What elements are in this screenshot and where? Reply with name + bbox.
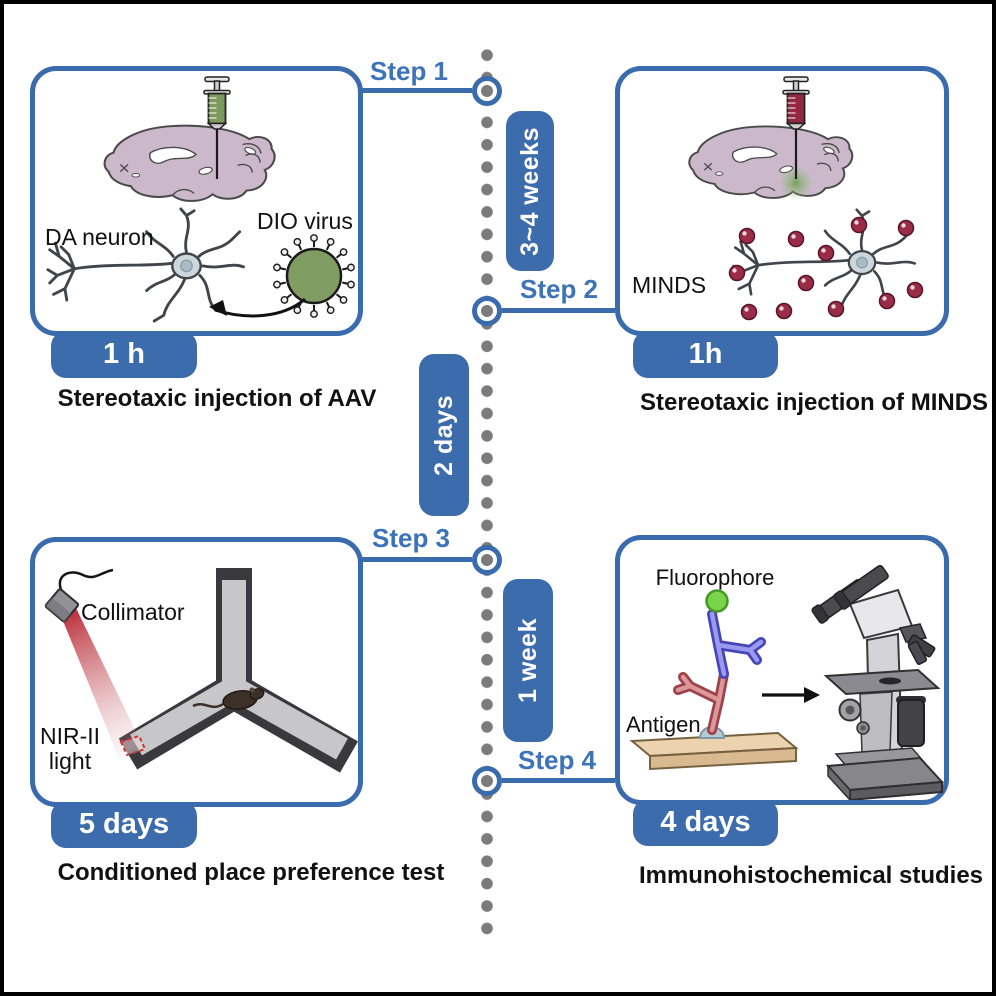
aav-injection-illustration	[46, 75, 355, 323]
step4-label: Step 4	[517, 745, 597, 775]
antigen-label: Antigen	[626, 712, 701, 737]
panel1-title: Stereotaxic injection of AAV	[57, 385, 377, 412]
duration-badge-1h-aav: 1 h	[51, 331, 197, 378]
dio-virus-label: DIO virus	[257, 208, 353, 234]
step3-label: Step 3	[371, 523, 451, 553]
interval-badge-1-week: 1 week	[503, 579, 553, 742]
cpp-test-illustration	[44, 568, 358, 773]
interval-badge-3-4-weeks: 3~4 weeks	[506, 111, 554, 271]
panel4-title: Immunohistochemical studies	[638, 862, 984, 889]
y-maze-illustration	[118, 568, 358, 773]
fluorophore-label: Fluorophore	[655, 565, 775, 590]
collimator-label: Collimator	[81, 599, 185, 625]
immunostaining-illustration	[629, 564, 944, 800]
minds-injection-illustration	[688, 75, 924, 321]
panel-aav-injection: DA neuron DIO virus	[30, 66, 363, 336]
step-marker-3	[472, 545, 502, 575]
minds-particles	[728, 216, 924, 321]
dio-virus-icon	[273, 234, 355, 318]
panel-cpp-test: Collimator NIR-II light	[30, 537, 363, 807]
mouse-brain-illustration	[688, 125, 854, 199]
interval-2-days-text: 2 days	[429, 394, 458, 476]
minds-label: MINDS	[632, 272, 707, 298]
step-marker-4	[472, 766, 502, 796]
panel3-title: Conditioned place preference test	[57, 859, 445, 886]
step4-connector-line	[502, 778, 615, 783]
step2-connector-line	[502, 308, 615, 313]
panel2-title: Stereotaxic injection of MINDS	[639, 389, 989, 416]
step2-label: Step 2	[519, 274, 599, 304]
secondary-antibody-icon	[707, 609, 766, 679]
panel-minds-injection: MINDS	[615, 66, 949, 336]
nir-light-label-line1: NIR-II	[39, 723, 101, 749]
curved-arrow-icon	[209, 297, 306, 318]
duration-badge-4-days: 4 days	[633, 799, 778, 846]
panel-immunohistochemistry: Fluorophore Antigen	[615, 535, 949, 805]
interval-3-4-weeks-text: 3~4 weeks	[515, 126, 544, 256]
step1-connector-line	[360, 88, 472, 93]
nir-beam	[61, 606, 147, 758]
interval-badge-2-days: 2 days	[419, 354, 469, 516]
da-neuron-label: DA neuron	[45, 224, 154, 250]
step3-connector-line	[360, 557, 472, 562]
mouse-brain-illustration	[103, 124, 276, 202]
interval-1-week-text: 1 week	[513, 617, 542, 703]
right-arrow-icon	[762, 687, 820, 703]
slide-icon	[629, 731, 799, 771]
duration-badge-5-days: 5 days	[51, 801, 197, 848]
microscope-icon	[811, 564, 944, 800]
mouse-icon	[192, 687, 265, 710]
nir-light-label-line2: light	[48, 748, 92, 774]
step1-label: Step 1	[369, 56, 449, 86]
timeline-dotted-line	[481, 44, 493, 944]
nir-light-label: NIR-II light	[35, 724, 105, 774]
duration-badge-1h-minds: 1h	[633, 331, 778, 378]
injection-glow	[779, 166, 813, 200]
step-marker-1	[472, 76, 502, 106]
step-marker-2	[472, 296, 502, 326]
fluorophore-dot-icon	[705, 589, 729, 613]
primary-antibody-icon	[673, 669, 729, 735]
collimator-icon	[44, 568, 114, 623]
